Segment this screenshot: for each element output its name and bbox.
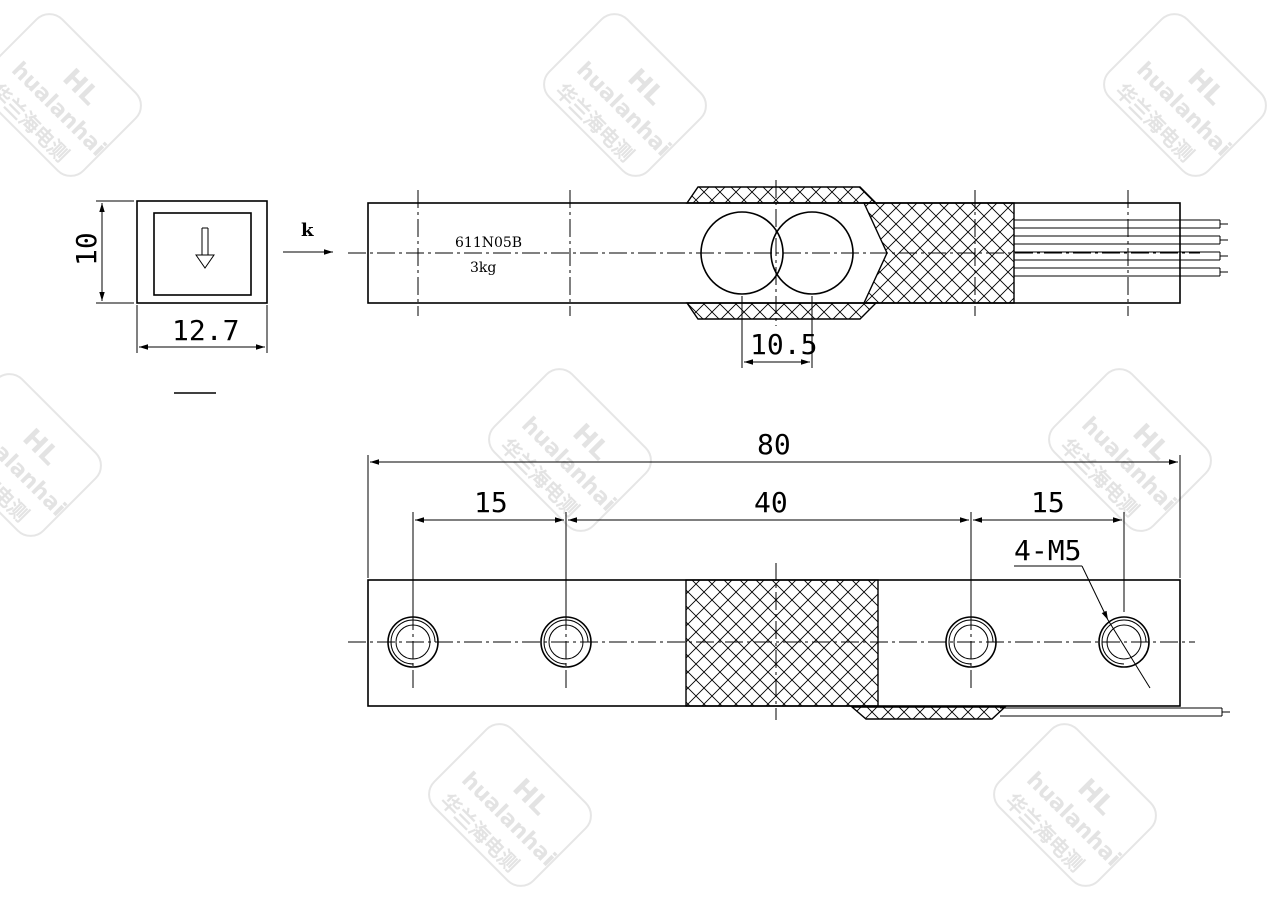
load-direction-label: k [301,220,314,241]
side-view: 611N05B 3kg 10.5 [348,180,1228,368]
end-view-inner [153,212,252,296]
cover-strip-top [685,186,878,204]
load-arrow-icon [195,227,215,269]
right-offset-label: 15 [1031,486,1065,519]
height-dim-label: 10 [70,232,103,266]
load-direction: k [283,220,333,255]
plan-cable-potting [850,706,1007,720]
cover-strip-bottom [685,302,878,320]
model-label: 611N05B [455,235,522,251]
hole-chain-dimension: 15 40 15 [412,486,1125,612]
gauge-cover [685,579,879,707]
watermark-logo: HL hualanhai 华兰海电测 [1103,13,1267,177]
hole-spacing-dimension: 10.5 [741,296,817,368]
watermark-logo: HL hualanhai 华兰海电测 [1048,368,1212,532]
watermark-logo: HL hualanhai 华兰海电测 [0,13,142,177]
watermark-logo: HL hualanhai 华兰海电测 [543,13,707,177]
hole-spacing-label: 10.5 [750,328,817,361]
total-length-dimension: 80 [367,428,1181,578]
cable-wires [1014,219,1228,277]
thread-callout-label: 4-M5 [1014,534,1081,567]
watermark-logo: HL hualanhai 华兰海电测 [0,373,102,537]
left-offset-label: 15 [474,486,508,519]
watermark-logo: HL hualanhai 华兰海电测 [488,368,652,532]
total-length-label: 80 [757,428,791,461]
capacity-label: 3kg [470,260,496,276]
watermark-logo: HL hualanhai 华兰海电测 [993,723,1157,887]
plan-view: 80 15 40 15 4-M5 [348,428,1230,720]
end-view: 10 12.7 [70,200,268,394]
end-view-height-dimension: 10 [70,200,134,304]
end-view-width-dimension: 12.7 [136,305,268,353]
watermark-layer: HL hualanhai 华兰海电测 HL hualanhai 华兰海电测 HL… [0,13,1267,887]
end-view-outer [136,200,268,304]
watermark-logo: HL hualanhai 华兰海电测 [428,723,592,887]
plan-cable [1000,707,1230,717]
center-spacing-label: 40 [754,486,788,519]
width-dim-label: 12.7 [172,314,239,347]
thread-callout: 4-M5 [1014,534,1151,689]
